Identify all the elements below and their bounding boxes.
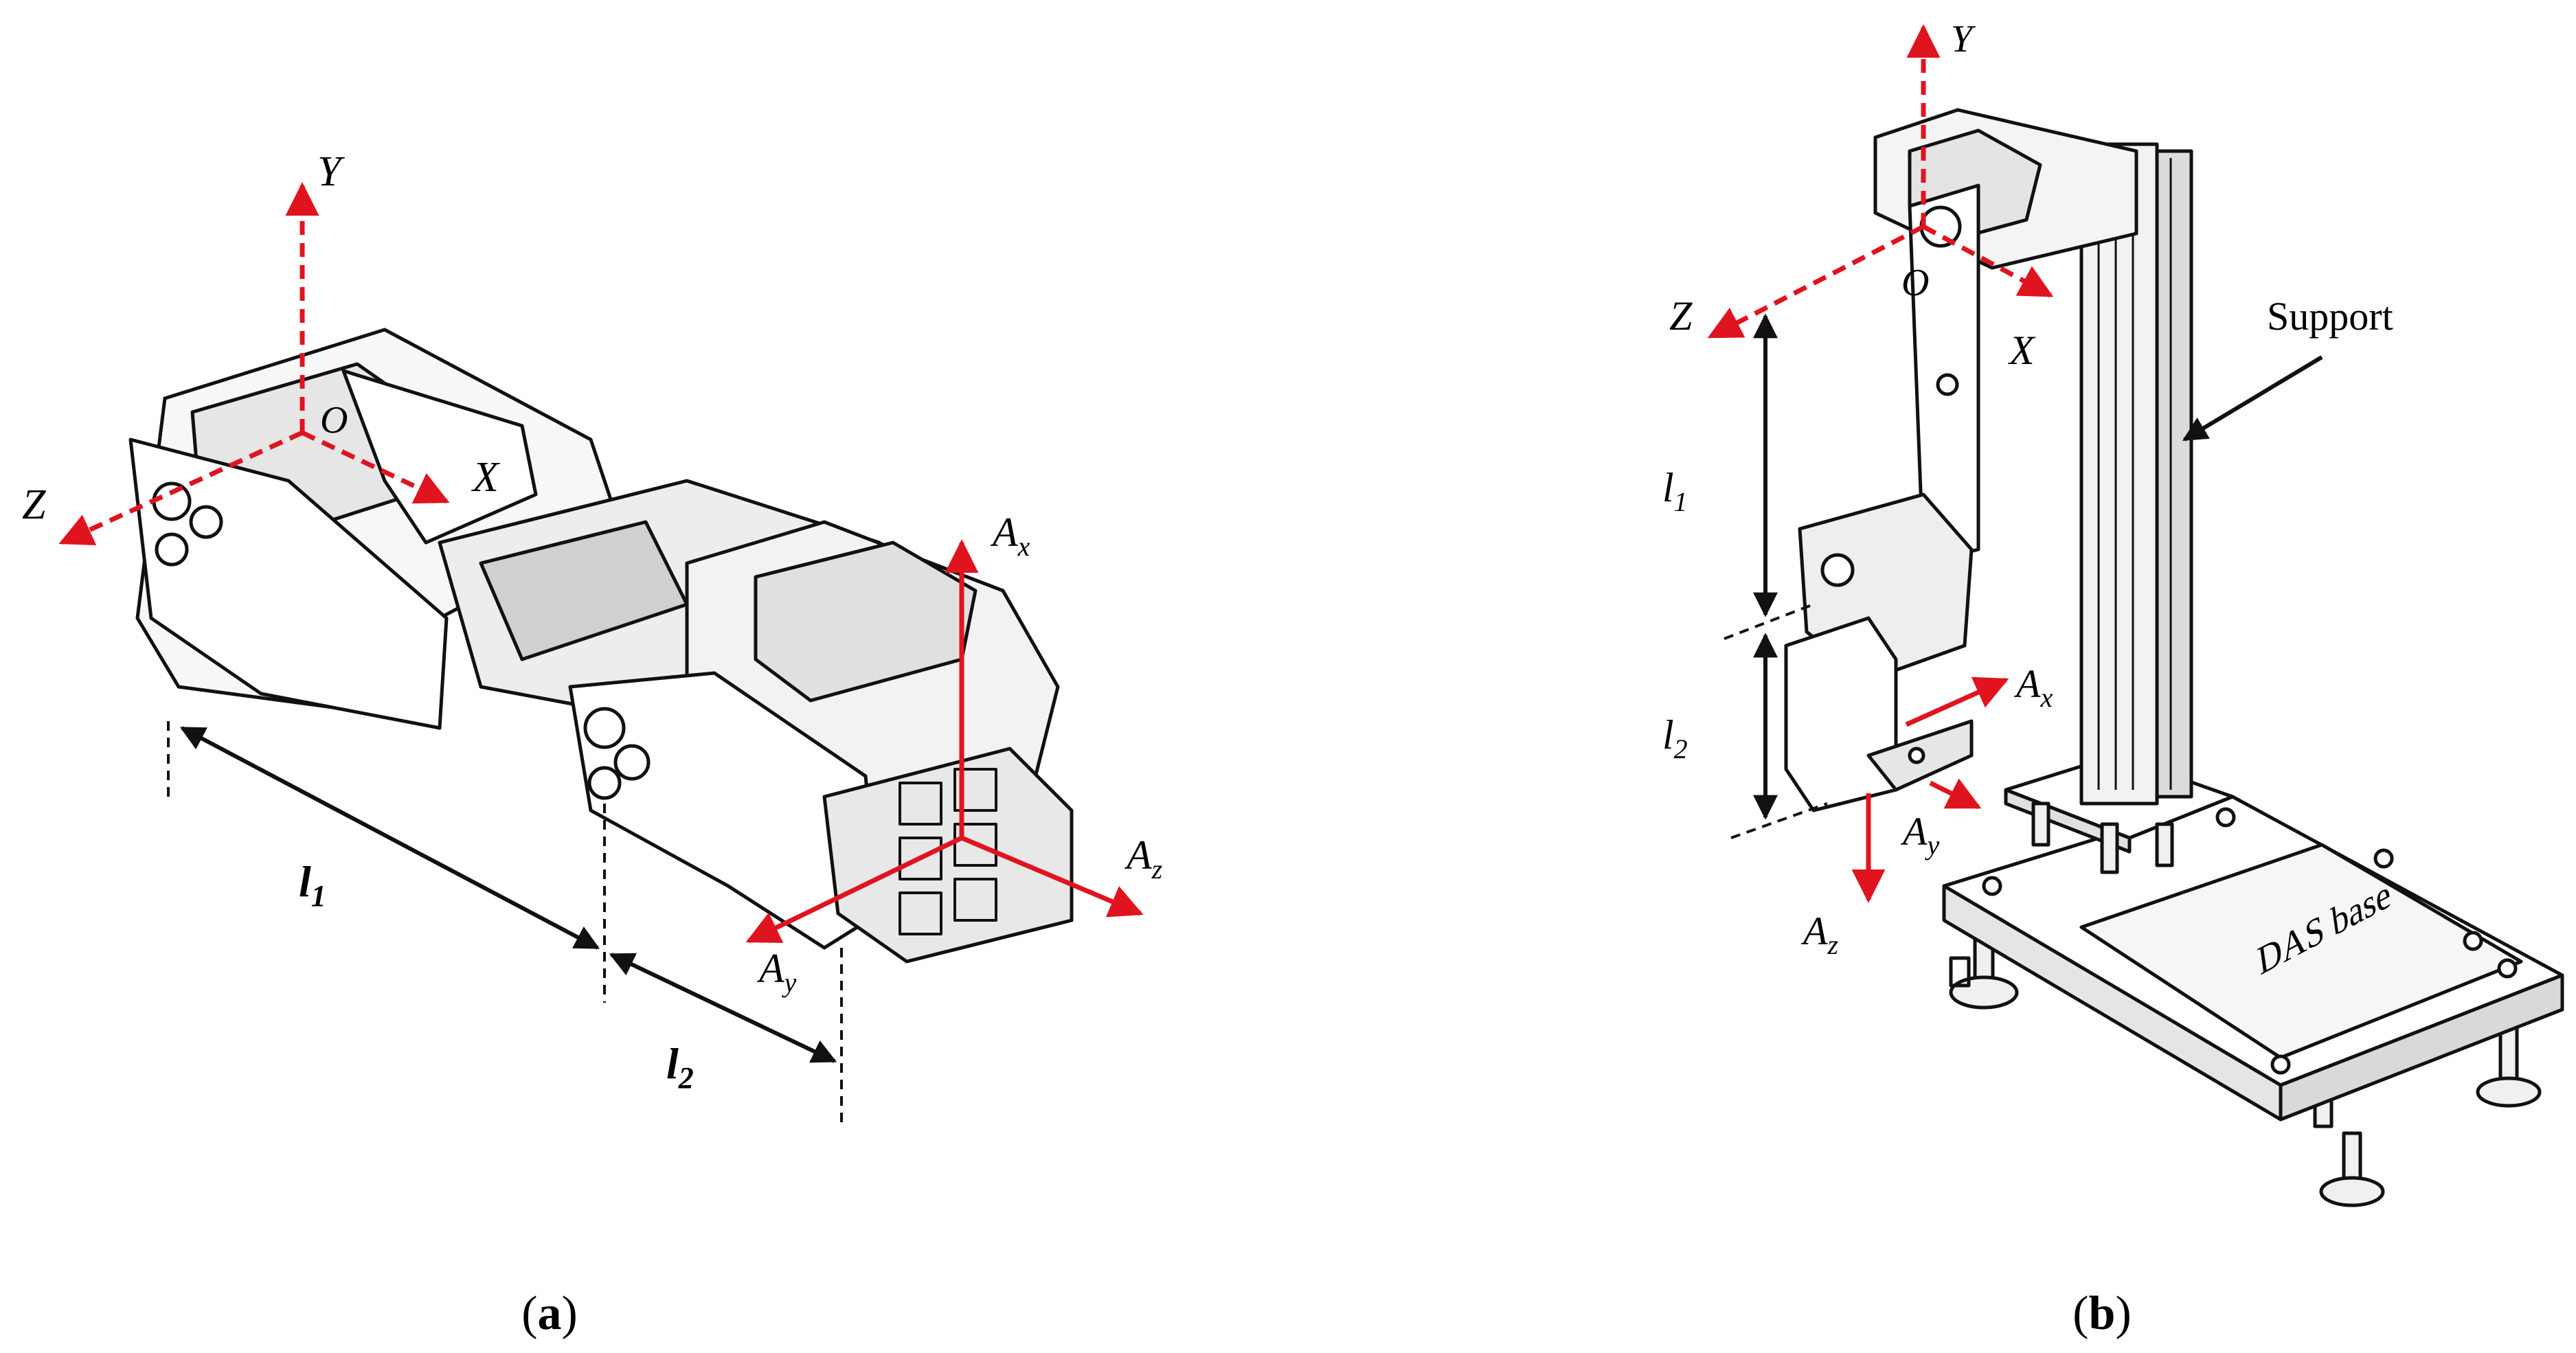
panel-b-ay-arrow	[1929, 778, 1982, 810]
panel-b-accelerometer-frame	[1851, 676, 2009, 903]
panel-b-ay-label: Ay	[1900, 809, 1939, 861]
panel-a-dimension-arrows	[179, 726, 837, 1063]
panel-b-ax-label: Ax	[2013, 661, 2053, 713]
panel-a-x-axis	[301, 430, 450, 504]
panel-b-z-label: Z	[1669, 293, 1693, 339]
panel-a-az-label: Az	[1124, 832, 1163, 885]
panel-b-y-label: Y	[1951, 18, 1976, 60]
panel-a-ax-label: Ax	[990, 510, 1030, 562]
panel-b: DAS base	[1662, 18, 2564, 1340]
panel-a-coordinate-frame	[58, 182, 450, 545]
panel-a-y-label: Y	[317, 148, 345, 195]
panel-a-ay-arrow	[745, 835, 963, 944]
panel-b-support-column	[2004, 142, 2235, 874]
panel-b-support-label: Support	[2267, 294, 2393, 339]
panel-a-az-arrow	[960, 835, 1144, 918]
panel-b-z-axis	[1707, 224, 1925, 339]
panel-b-support-arrow	[2182, 355, 2323, 442]
panel-a-l1-label: l1	[299, 857, 326, 913]
panel-b-das-base	[1942, 795, 2564, 1207]
panel-a-origin-label: O	[320, 399, 348, 442]
panel-a-x-label: X	[471, 454, 500, 501]
panel-a-ay-label: Ay	[756, 946, 797, 998]
panel-a-accelerometer-frame	[745, 539, 1144, 944]
panel-b-caption: (b)	[2072, 1287, 2132, 1340]
panel-b-origin-label: O	[1901, 262, 1929, 304]
panel-b-x-axis	[1922, 224, 2054, 298]
panel-a-caption: (a)	[521, 1287, 578, 1340]
panel-a-z-label: Z	[22, 481, 46, 528]
panel-a-dimension-guides	[167, 721, 843, 1126]
panel-a: Y O X Z Ax Az Ay l1 l2 (a)	[22, 148, 1163, 1340]
panel-a-l1-arrow	[179, 726, 600, 950]
panel-b-az-label: Az	[1800, 909, 1838, 960]
panel-b-coordinate-frame	[1707, 24, 2054, 339]
panel-a-l2-arrow	[609, 953, 837, 1063]
panel-b-x-label: X	[2008, 328, 2036, 373]
panel-a-z-axis	[58, 430, 304, 545]
panel-a-l2-label: l2	[666, 1039, 694, 1095]
panel-b-l2-label: l2	[1662, 712, 1688, 764]
panel-b-ax-arrow	[1905, 676, 2009, 727]
panel-a-robot-leg-drawing	[128, 328, 1074, 964]
panel-b-l1-label: l1	[1662, 465, 1688, 517]
panel-b-dimension-guides	[1724, 603, 1828, 839]
